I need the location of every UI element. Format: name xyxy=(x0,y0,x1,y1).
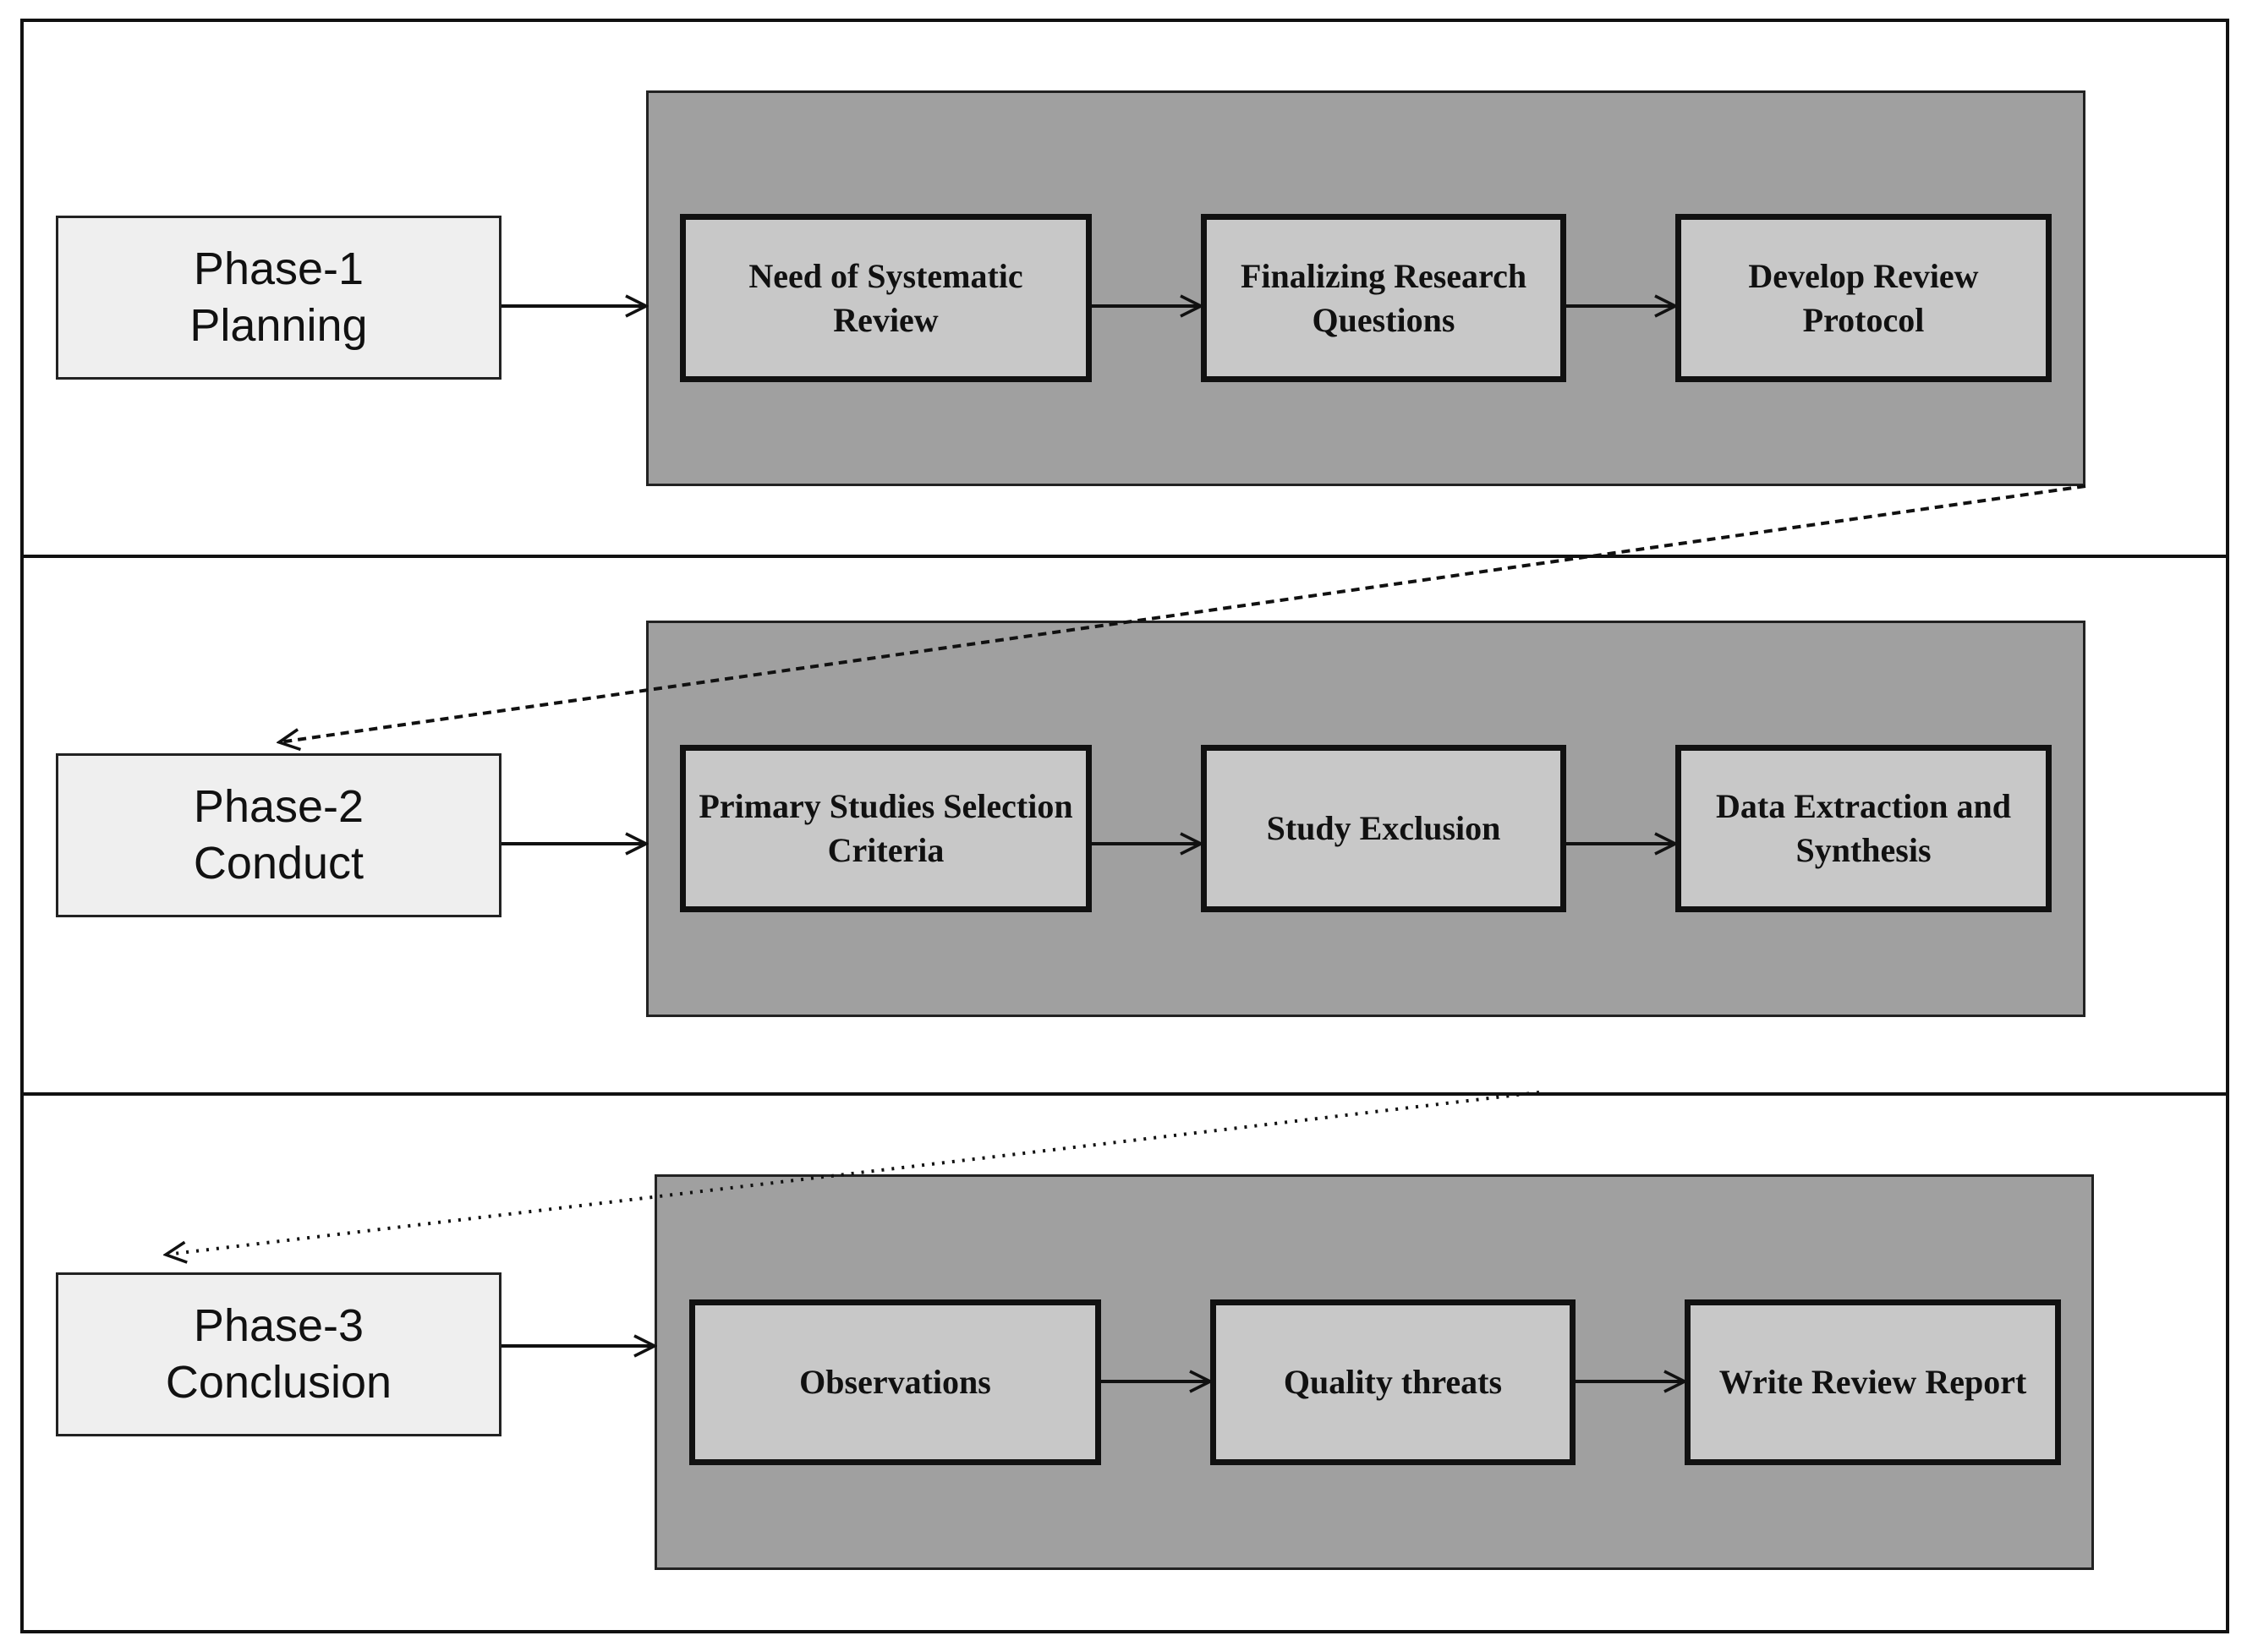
outer-border xyxy=(20,19,2229,1633)
row-divider-1 xyxy=(20,555,2229,558)
phase-3-step-2: Quality threats xyxy=(1210,1299,1576,1465)
phase-3-step-1: Observations xyxy=(689,1299,1101,1465)
phase-2-box: Phase-2 Conduct xyxy=(56,753,501,917)
phase-1-step-3: Develop Review Protocol xyxy=(1675,214,2052,382)
phase-3-name: Phase-3 xyxy=(193,1299,364,1351)
phase-1-step-1: Need of Systematic Review xyxy=(680,214,1092,382)
phase-2-step-3: Data Extraction and Synthesis xyxy=(1675,745,2052,912)
phase-2-step-1: Primary Studies Selection Criteria xyxy=(680,745,1092,912)
phase-2-name: Phase-2 xyxy=(193,780,364,832)
phase-2-subtitle: Conduct xyxy=(193,838,364,889)
phase-3-subtitle: Conclusion xyxy=(165,1357,392,1408)
phase-1-subtitle: Planning xyxy=(189,300,368,351)
phase-1-box: Phase-1 Planning xyxy=(56,216,501,380)
phase-1-step-2: Finalizing Research Questions xyxy=(1201,214,1566,382)
phase-3-step-3: Write Review Report xyxy=(1685,1299,2061,1465)
row-divider-2 xyxy=(20,1092,2229,1096)
phase-1-name: Phase-1 xyxy=(193,243,364,294)
phase-3-box: Phase-3 Conclusion xyxy=(56,1272,501,1436)
phase-2-step-2: Study Exclusion xyxy=(1201,745,1566,912)
